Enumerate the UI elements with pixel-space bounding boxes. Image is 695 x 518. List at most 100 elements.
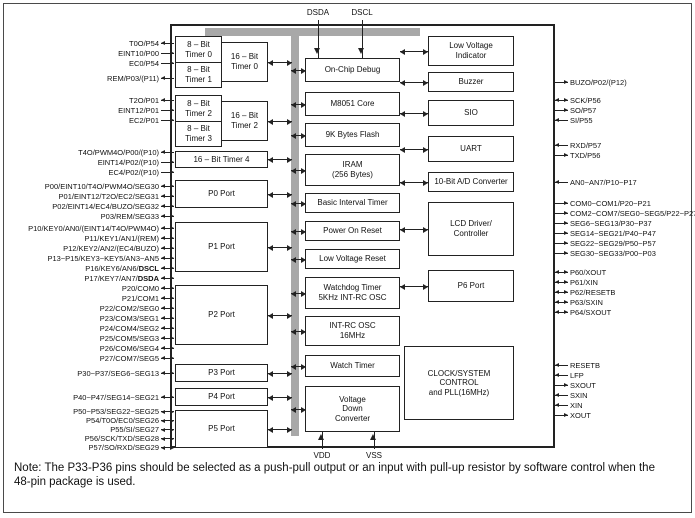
pin-group-adc: AN0~AN7/P10~P17 (553, 177, 693, 187)
pin-arrow-icon (161, 346, 174, 350)
pin-arrow-icon (161, 118, 174, 122)
pin-arrow-icon (161, 296, 174, 300)
timer-group-2-3: 8 – Bit Timer 2 8 – Bit Timer 3 16 – Bit… (175, 95, 268, 147)
pin-row: P23/COM3/SEG1 (28, 313, 176, 323)
pin-row: P56/SCK/TXD/SEG28 (28, 434, 176, 443)
note-text: Note: The P33-P36 pins should be selecte… (14, 462, 655, 489)
block-low-voltage-reset: Low Voltage Reset (305, 249, 400, 269)
pin-arrow-icon (555, 413, 568, 417)
pin-group-p1: P10/KEY0/AN0/(EINT14/T4O/PWM4O) P11/KEY1… (28, 223, 176, 283)
dscl-line (362, 20, 363, 58)
bus-arrow (268, 192, 292, 198)
pin-arrow-icon (161, 184, 174, 188)
pin-row: T2O/P01 (28, 95, 176, 105)
pin-label: COM2~COM7/SEG0~SEG5/P22~P27 (570, 208, 695, 218)
bus-arrow (268, 119, 292, 125)
block-16bit-timer0: 16 – Bit Timer 0 (221, 42, 268, 82)
pin-label: T2O/P01 (128, 95, 159, 105)
pin-label: P21/COM1 (121, 293, 159, 303)
pin-arrow-icon (161, 108, 174, 112)
pin-arrow-icon (161, 204, 174, 208)
pin-group-clock: RESETB LFP SXOUT SXIN XIN XOUT (553, 360, 693, 420)
pin-arrow-icon (161, 326, 174, 330)
pin-arrow-icon (555, 310, 568, 314)
pin-arrow-icon (161, 306, 174, 310)
pin-arrow-icon (161, 436, 174, 441)
bus-arrow (400, 227, 428, 233)
pin-arrow-icon (161, 214, 174, 218)
pin-row: SEG6~SEG13/P30~P37 (553, 218, 693, 228)
pin-label: P64/SXOUT (570, 307, 612, 317)
pin-arrow-icon (161, 371, 174, 375)
pin-arrow-icon (555, 363, 568, 367)
block-low-voltage-indicator: Low Voltage Indicator (428, 36, 514, 66)
vss-pin-label: VSS (365, 451, 382, 460)
bus-arrow (268, 60, 292, 66)
pin-row: P64/SXOUT (553, 307, 693, 317)
pin-label: COM0~COM1/P20~P21 (570, 198, 651, 208)
pin-label: P63/SXIN (570, 297, 603, 307)
pin-arrow-icon (555, 231, 568, 235)
block-p5-port: P5 Port (175, 410, 268, 448)
block-iram: IRAM (256 Bytes) (305, 154, 400, 186)
block-buzzer: Buzzer (428, 72, 514, 92)
pin-label: SEG6~SEG13/P30~P37 (570, 218, 652, 228)
pin-label: REM/P03/(P11) (107, 73, 159, 83)
pin-row: RXD/P57 (553, 140, 693, 150)
pin-row: P50~P53/SEG22~SEG25 (28, 407, 176, 416)
block-flash: 9K Bytes Flash (305, 123, 400, 147)
pin-arrow-icon (555, 270, 568, 274)
pin-label: AN0~AN7/P10~P17 (570, 177, 637, 187)
pin-arrow-icon (555, 118, 568, 122)
pin-row: P16/KEY6/AN6/DSCL (28, 263, 176, 273)
pin-arrow-icon (161, 246, 174, 250)
pin-row: P13~P15/KEY3~KEY5/AN3~AN5 (28, 253, 176, 263)
bus-arrow (291, 257, 306, 263)
vss-arrowhead-icon (370, 434, 376, 440)
pin-arrow-icon (161, 41, 174, 45)
pin-row: P40~P47/SEG14~SEG21 (28, 392, 176, 402)
pin-row: BUZO/P02/(P12) (553, 77, 693, 87)
pin-row: TXD/P56 (553, 150, 693, 160)
pin-row: P01/EINT12/T2O/EC2/SEG31 (28, 191, 176, 201)
pin-group-timer23: T2O/P01 EINT12/P01 EC2/P01 (28, 95, 176, 125)
pin-label: P57/SO/RXD/SEG29 (88, 443, 159, 452)
dsda-pin-label: DSDA (306, 8, 330, 17)
bus-arrow (291, 229, 306, 235)
pin-row: P61/XIN (553, 277, 693, 287)
bus-horizontal (205, 28, 420, 36)
bus-arrow (291, 291, 306, 297)
pin-label: SXOUT (570, 380, 596, 390)
pin-row: RESETB (553, 360, 693, 370)
pin-arrow-icon (555, 180, 568, 184)
bus-arrow (400, 111, 428, 117)
block-int-rc-osc: INT-RC OSC 16MHz (305, 316, 400, 346)
pin-label: BUZO/P02/(P12) (570, 77, 627, 87)
pin-arrow-icon (555, 221, 568, 225)
pin-row: SI/P55 (553, 115, 693, 125)
pin-arrow-icon (555, 373, 568, 377)
pin-arrow-icon (161, 395, 174, 399)
pin-group-p2: P20/COM0 P21/COM1 P22/COM2/SEG0 P23/COM3… (28, 283, 176, 363)
pin-arrow-icon (161, 276, 174, 280)
pin-label: SEG14~SEG21/P40~P47 (570, 228, 656, 238)
bus-arrow (268, 313, 292, 319)
pin-row: SXOUT (553, 380, 693, 390)
pin-label: P13~P15/KEY3~KEY5/AN3~AN5 (47, 253, 159, 263)
pin-group-sio: SCK/P56 SO/P57 SI/P55 (553, 95, 693, 125)
bus-arrow (291, 133, 306, 139)
pin-label: P40~P47/SEG14~SEG21 (73, 392, 159, 402)
dscl-pin-label: DSCL (351, 8, 373, 17)
pin-arrow-icon (161, 76, 174, 80)
bus-arrow (268, 371, 292, 377)
bus-arrow (291, 102, 306, 108)
pin-row: SEG22~SEG29/P50~P57 (553, 238, 693, 248)
pin-row: P21/COM1 (28, 293, 176, 303)
pin-row: P00/EINT10/T4O/PWM4O/SEG30 (28, 181, 176, 191)
bus-arrow (400, 49, 428, 55)
pin-arrow-icon (161, 418, 174, 423)
bus-arrow (291, 68, 306, 74)
pin-group-uart: RXD/P57 TXD/P56 (553, 140, 693, 160)
pin-arrow-icon (555, 403, 568, 407)
